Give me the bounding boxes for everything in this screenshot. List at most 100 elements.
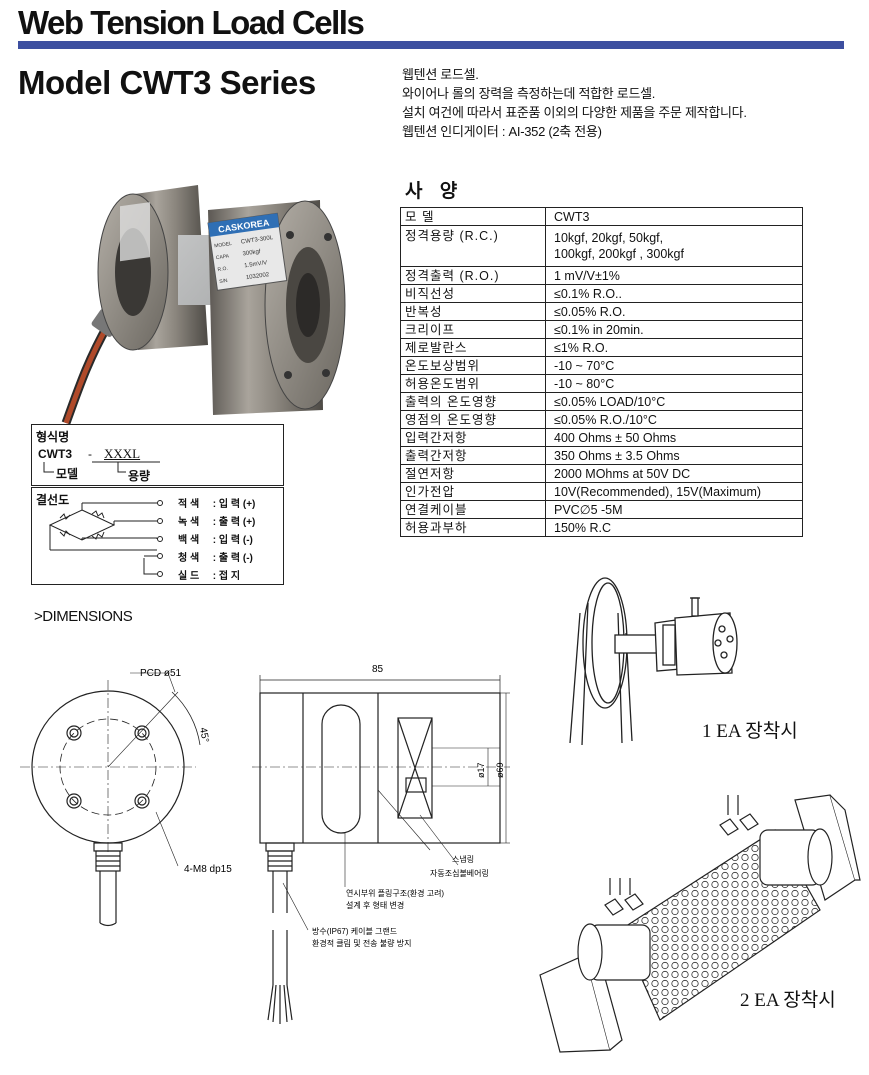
spec-value: ≤0.05% R.O. — [545, 302, 803, 321]
spec-value: ≤1% R.O. — [545, 338, 803, 357]
spec-value-line: 100kgf, 200kgf , 300kgf — [554, 247, 684, 261]
spec-value: -10 ~ 80°C — [545, 374, 803, 393]
table-row: 정격용량 (R.C.) 10kgf, 20kgf, 50kgf, 100kgf, 2… — [400, 225, 803, 267]
angle-label: 45° — [197, 727, 210, 744]
wiring-box-label: 결선도 — [36, 493, 70, 507]
table-row: 제로발란스≤1% R.O. — [400, 338, 803, 357]
bearing-note: 자동조심볼베어링 — [430, 868, 489, 878]
label-value: 300kgf — [242, 249, 261, 257]
dimensions-label: >DIMENSIONS — [34, 608, 133, 625]
gland-note-1: 방수(IP67) 케이블 그랜드 — [312, 926, 397, 936]
spec-key: 허용과부하 — [400, 518, 546, 537]
spec-key: 모 델 — [400, 207, 546, 226]
label-key: CAPA — [216, 253, 231, 261]
label-key: R.O. — [217, 266, 228, 273]
bore-label: ø17 — [476, 762, 486, 778]
spec-value: ≤0.1% R.O.. — [545, 284, 803, 303]
caption-2ea: 2 EA 장착시 — [740, 990, 836, 1011]
spec-key: 반복성 — [400, 302, 546, 321]
label-value: CWT3-300L — [241, 235, 275, 246]
model-part-capacity: 용량 — [128, 469, 151, 483]
wire-list: 적 색 : 입 력 (+) 녹 색 : 출 력 (+) 백 색 : 입 력 (-… — [178, 496, 255, 586]
table-row: 온도보상범위-10 ~ 70°C — [400, 356, 803, 375]
spec-key: 출력의 온도영향 — [400, 392, 546, 411]
spec-value: 1 mV/V±1% — [545, 266, 803, 285]
spec-key: 제로발란스 — [400, 338, 546, 357]
wire-row: 백 색 : 입 력 (-) — [178, 535, 253, 546]
spec-value: ≤0.1% in 20min. — [545, 320, 803, 339]
spec-key: 정격출력 (R.O.) — [400, 266, 546, 285]
intro-line: 웹텐션 인디게이터 : AI-352 (2축 전용) — [402, 124, 602, 139]
spec-key: 비직선성 — [400, 284, 546, 303]
table-row: 비직선성≤0.1% R.O.. — [400, 284, 803, 303]
intro-text: 웹텐션 로드셀. 와이어나 롤의 장력을 측정하는데 적합한 로드셀. 설치 여… — [402, 65, 747, 141]
spec-key: 연결케이블 — [400, 500, 546, 519]
spec-value: 350 Ohms ± 3.5 Ohms — [545, 446, 803, 465]
caption-1ea: 1 EA 장착시 — [702, 721, 798, 742]
label-key: S/N — [219, 278, 228, 285]
model-code: CWT3 — [38, 447, 72, 461]
spec-key: 크리이프 — [400, 320, 546, 339]
intro-line: 설치 여건에 따라서 표준품 이외의 다양한 제품을 주문 제작합니다. — [402, 105, 747, 120]
bolt-label: 4-M8 dp15 — [184, 864, 232, 875]
wire-row: 적 색 : 입 력 (+) — [178, 499, 256, 510]
spec-key: 입력간저항 — [400, 428, 546, 447]
spec-key: 영점의 온도영향 — [400, 410, 546, 429]
label-value: 1.5mV/V — [244, 260, 268, 269]
model-title: Model CWT3 Series — [18, 64, 316, 101]
spec-value: ≤0.05% R.O./10°C — [545, 410, 803, 429]
table-row: 영점의 온도영향≤0.05% R.O./10°C — [400, 410, 803, 429]
table-row: 크리이프≤0.1% in 20min. — [400, 320, 803, 339]
flex-note-1: 연시부위 플링구조(환경 고려) — [346, 888, 444, 898]
spec-key: 정격용량 (R.C.) — [400, 225, 546, 267]
model-code-box: 형식명 CWT3 - XXXL 모델 용량 — [31, 424, 284, 486]
spec-value: 400 Ohms ± 50 Ohms — [545, 428, 803, 447]
width-label: 85 — [372, 664, 384, 675]
wire-row: 녹 색 : 출 력 (+) — [178, 517, 256, 528]
flex-note-2: 설계 후 형태 변경 — [346, 900, 404, 910]
snapring-note: 스냅링 — [452, 854, 474, 864]
bridge-diagram — [48, 500, 163, 577]
label-key: MODEL — [214, 241, 233, 249]
pcd-label: PCD ø51 — [140, 668, 182, 679]
spec-value-line: 10kgf, 20kgf, 50kgf, — [554, 231, 664, 245]
header-title: Web Tension Load Cells — [18, 4, 365, 41]
spec-value: 10kgf, 20kgf, 50kgf, 100kgf, 200kgf , 300… — [545, 225, 803, 267]
spec-value: 10V(Recommended), 15V(Maximum) — [545, 482, 803, 501]
spec-key: 온도보상범위 — [400, 356, 546, 375]
model-part-model: 모델 — [56, 467, 79, 481]
wiring-box: 결선도 적 색 : 입 력 (+) 녹 색 : 출 력 (+) 백 색 : 입 … — [31, 487, 284, 585]
model-code-brackets — [43, 461, 160, 473]
product-photo: CASKOREA MODEL CWT3-300L CAPA 300kgf R.O… — [61, 185, 346, 425]
spec-heading: 사 양 — [405, 181, 464, 202]
spec-key: 출력간저항 — [400, 446, 546, 465]
intro-line: 웹텐션 로드셀. — [402, 67, 479, 82]
wire-row: 실 드 : 접 지 — [178, 571, 241, 582]
spec-value: 2000 MOhms at 50V DC — [545, 464, 803, 483]
outer-label: ø69 — [495, 762, 505, 778]
spec-key: 인가전압 — [400, 482, 546, 501]
header-bar — [18, 41, 844, 49]
spec-key: 허용온도범위 — [400, 374, 546, 393]
spec-value: 150% R.C — [545, 518, 803, 537]
spec-value: ≤0.05% LOAD/10°C — [545, 392, 803, 411]
intro-line: 와이어나 롤의 장력을 측정하는데 적합한 로드셀. — [402, 86, 656, 101]
spec-value: CWT3 — [545, 207, 803, 226]
spec-value: PVC∅5 -5M — [545, 500, 803, 519]
model-suffix: XXXL — [104, 446, 141, 461]
table-row: 허용온도범위-10 ~ 80°C — [400, 374, 803, 393]
spec-value: -10 ~ 70°C — [545, 356, 803, 375]
mount-2ea-illustration — [539, 794, 861, 1053]
label-value: 1032002 — [246, 272, 271, 281]
mount-1ea-illustration — [569, 577, 738, 746]
wire-row: 청 색 : 출 력 (-) — [178, 553, 253, 564]
table-row: 출력의 온도영향≤0.05% LOAD/10°C — [400, 392, 803, 411]
